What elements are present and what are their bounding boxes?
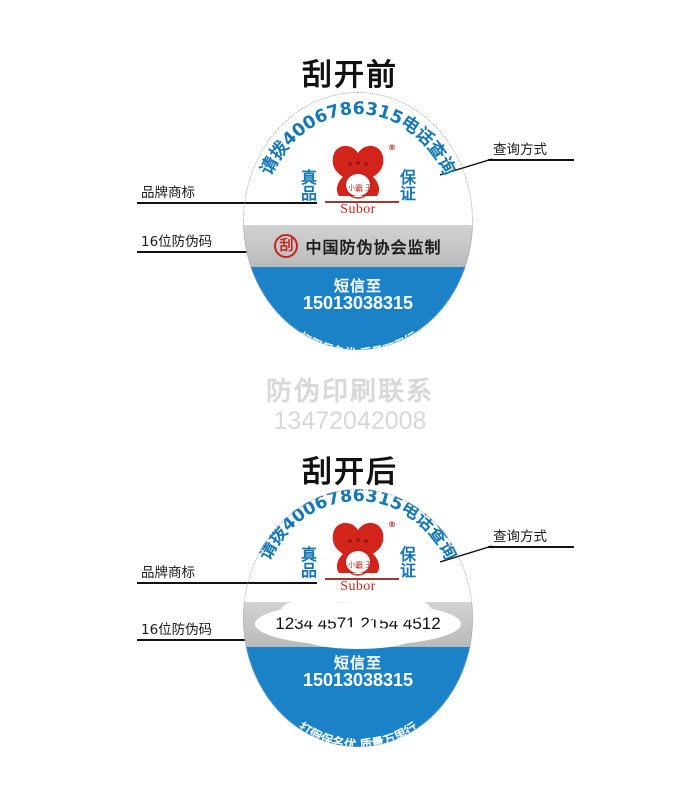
svg-text:小: 小 xyxy=(348,560,355,569)
subor-mascot-icon: 小 霸 王 ® xyxy=(325,143,396,200)
brand-wordmark: Subor xyxy=(340,579,376,594)
scratch-residue-blob xyxy=(355,597,431,621)
sms-number: 15013038315 xyxy=(302,293,414,314)
anticounterfeit-label-before: 刮 中国防伪协会监制 请拨4006786315电话查询 打假保名优 质量万里行 xyxy=(243,92,473,350)
arc-bottom-label: 打假保名优 质量万里行 xyxy=(295,329,421,350)
scratch-band-text: 中国防伪协会监制 xyxy=(305,238,442,257)
scratch-residue-blob xyxy=(281,599,347,621)
side-word-left-after: 真品 xyxy=(300,545,317,581)
scratch-band-before[interactable]: 刮 中国防伪协会监制 xyxy=(243,225,473,270)
brand-wordmark: Subor xyxy=(340,202,376,217)
svg-text:打假保名优 质量万里行: 打假保名优 质量万里行 xyxy=(296,719,421,747)
label-disc-after: 1234 4571 2154 4512 请拨4006786315电话查询 xyxy=(243,489,473,747)
sms-number: 15013038315 xyxy=(302,670,414,691)
svg-text:打假保名优 质量万里行: 打假保名优 质量万里行 xyxy=(295,329,421,350)
svg-text:王: 王 xyxy=(365,561,372,569)
sms-block-after: 短信至 15013038315 xyxy=(243,655,473,691)
annotation-query-before: 查询方式 xyxy=(493,142,547,158)
section-title-after: 刮开后 xyxy=(302,455,398,490)
annotation-code-before: 16位防伪码 xyxy=(141,234,213,250)
annotation-code-after: 16位防伪码 xyxy=(141,622,213,638)
scratch-residue-blob xyxy=(303,627,413,649)
blue-lower-area-before xyxy=(243,270,473,350)
label-disc-before: 刮 中国防伪协会监制 请拨4006786315电话查询 打假保名优 质量万里行 xyxy=(243,92,473,350)
svg-text:王: 王 xyxy=(365,184,372,192)
annotation-query-leader-before xyxy=(440,158,492,176)
annotation-brand-rule-before xyxy=(137,202,317,204)
annotation-code-rule-before xyxy=(137,251,263,253)
annotation-query-after: 查询方式 xyxy=(493,529,547,545)
blue-lower-area-after xyxy=(243,647,473,747)
svg-text:霸: 霸 xyxy=(355,184,363,193)
annotation-brand-before: 品牌商标 xyxy=(141,185,195,201)
watermark-line-2: 13472042008 xyxy=(273,407,427,436)
scratch-stamp-icon: 刮 xyxy=(274,234,299,258)
brand-logo-before: 小 霸 王 ® Subor xyxy=(325,143,399,218)
arc-text-bottom-before: 打假保名优 质量万里行 xyxy=(295,329,421,350)
subor-mascot-icon: 小 霸 王 ® xyxy=(325,520,396,577)
arc-text-bottom-after: 打假保名优 质量万里行 xyxy=(296,719,421,747)
svg-text:霸: 霸 xyxy=(355,561,363,570)
logo-underline xyxy=(325,201,399,203)
printing-contact-watermark: 防伪印刷联系 13472042008 xyxy=(0,377,700,436)
arc-bottom-label: 打假保名优 质量万里行 xyxy=(296,719,421,747)
annotation-query-rule-before xyxy=(488,159,574,161)
sms-label: 短信至 xyxy=(333,654,382,672)
annotation-query-rule-after xyxy=(488,546,574,548)
watermark-line-1: 防伪印刷联系 xyxy=(265,377,434,407)
annotation-brand-rule-after xyxy=(137,582,317,584)
side-word-right-before: 保证 xyxy=(399,168,416,204)
registered-trademark-icon: ® xyxy=(388,520,396,529)
side-word-left-before: 真品 xyxy=(300,168,317,204)
sms-block-before: 短信至 15013038315 xyxy=(243,278,473,314)
brand-logo-after: 小 霸 王 ® Subor xyxy=(325,520,399,595)
annotation-code-rule-after xyxy=(137,639,263,641)
sms-label: 短信至 xyxy=(333,277,382,295)
registered-trademark-icon: ® xyxy=(388,143,396,152)
svg-text:小: 小 xyxy=(348,183,355,192)
annotation-brand-after: 品牌商标 xyxy=(141,565,195,581)
annotation-query-leader-after xyxy=(440,545,492,563)
section-title-before: 刮开前 xyxy=(302,58,398,93)
side-word-right-after: 保证 xyxy=(399,545,416,581)
anticounterfeit-label-after: 1234 4571 2154 4512 请拨4006786315电话查询 xyxy=(243,489,473,747)
logo-underline xyxy=(325,578,399,580)
